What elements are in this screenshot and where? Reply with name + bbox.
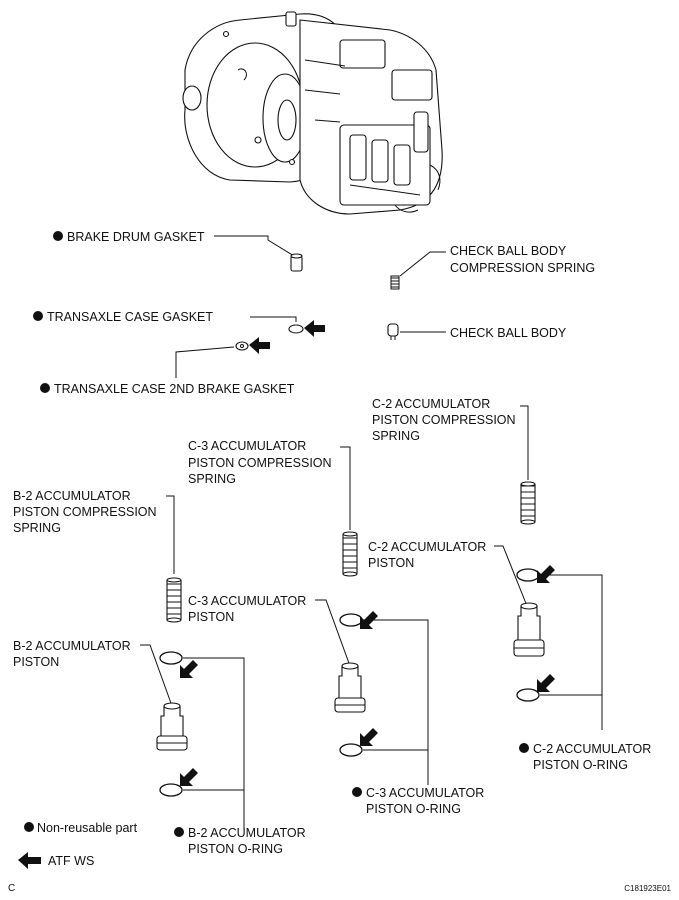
c3-spring-group: C-3 ACCUMULATOR PISTON COMPRESSION SPRIN… xyxy=(188,439,358,577)
c2-spring-part xyxy=(520,481,536,525)
legend-atf-ws: ATF WS xyxy=(48,854,94,868)
c2-oring-label-line1: C-2 ACCUMULATOR xyxy=(533,742,651,756)
c3-piston-group: C-3 ACCUMULATOR PISTON C-3 ACCUMULATOR P… xyxy=(188,594,484,816)
c2-spring-label-line3: SPRING xyxy=(372,429,420,443)
c3-oring-label-line1: C-3 ACCUMULATOR xyxy=(366,786,484,800)
c3-oring-lower xyxy=(339,743,363,757)
b2-spring-label-line3: SPRING xyxy=(13,521,61,535)
c2-piston-label-line2: PISTON xyxy=(368,556,414,570)
c2-piston-group: C-2 ACCUMULATOR PISTON C-2 ACCUMULATOR P… xyxy=(368,540,651,772)
footer-figure-code: C181923E01 xyxy=(624,884,671,893)
c3-oring-upper xyxy=(339,613,363,627)
c3-piston-label-line2: PISTON xyxy=(188,610,234,624)
atf-arrow-icon xyxy=(180,768,198,786)
non-reusable-dot xyxy=(33,311,43,321)
check-ball-body-group: CHECK BALL BODY xyxy=(387,323,567,340)
non-reusable-dot xyxy=(40,383,50,393)
brake-drum-gasket-label: BRAKE DRUM GASKET xyxy=(67,230,205,244)
b2-spring-part xyxy=(166,577,182,623)
transaxle-assembly-illustration xyxy=(182,11,443,215)
check-ball-body-label: CHECK BALL BODY xyxy=(450,326,567,340)
c2-piston-label-line1: C-2 ACCUMULATOR xyxy=(368,540,486,554)
legend-non-reusable: Non-reusable part xyxy=(37,821,138,835)
c3-piston-part xyxy=(334,662,366,713)
b2-piston-label-line1: B-2 ACCUMULATOR xyxy=(13,639,131,653)
atf-arrow-icon xyxy=(537,674,555,692)
c2-oring-label-line2: PISTON O-RING xyxy=(533,758,628,772)
non-reusable-dot xyxy=(352,787,362,797)
c2-spring-group: C-2 ACCUMULATOR PISTON COMPRESSION SPRIN… xyxy=(372,397,536,525)
brake-drum-gasket-part xyxy=(290,253,303,272)
non-reusable-dot xyxy=(53,231,63,241)
b2-oring-label-line1: B-2 ACCUMULATOR xyxy=(188,826,306,840)
non-reusable-dot-icon xyxy=(24,822,34,832)
transaxle-case-2nd-brake-gasket-part xyxy=(235,341,249,351)
b2-piston-group: B-2 ACCUMULATOR PISTON B-2 ACCUMULATOR P… xyxy=(13,639,306,856)
footer-left-code: C xyxy=(8,883,15,894)
atf-arrow-icon xyxy=(249,337,270,354)
transaxle-case-gasket-label: TRANSAXLE CASE GASKET xyxy=(47,310,213,324)
check-ball-body-spring-label-line1: CHECK BALL BODY xyxy=(450,244,567,258)
c3-spring-label-line1: C-3 ACCUMULATOR xyxy=(188,439,306,453)
b2-oring-label-line2: PISTON O-RING xyxy=(188,842,283,856)
transaxle-case-2nd-brake-gasket-group: TRANSAXLE CASE 2ND BRAKE GASKET xyxy=(40,337,295,396)
b2-piston-label-line2: PISTON xyxy=(13,655,59,669)
check-ball-body-spring-group: CHECK BALL BODY COMPRESSION SPRING xyxy=(390,244,595,290)
transaxle-case-gasket-group: TRANSAXLE CASE GASKET xyxy=(33,310,325,337)
atf-arrow-icon xyxy=(304,320,325,337)
non-reusable-dot xyxy=(519,743,529,753)
atf-arrow-icon xyxy=(18,852,41,869)
b2-oring-upper xyxy=(159,651,183,665)
b2-oring-lower xyxy=(159,783,183,797)
non-reusable-dot xyxy=(174,827,184,837)
transaxle-case-2nd-brake-gasket-label: TRANSAXLE CASE 2ND BRAKE GASKET xyxy=(54,382,295,396)
check-ball-body-part xyxy=(387,323,399,340)
c3-oring-label-line2: PISTON O-RING xyxy=(366,802,461,816)
c3-spring-part xyxy=(342,531,358,577)
c2-spring-label-line2: PISTON COMPRESSION xyxy=(372,413,516,427)
b2-spring-group: B-2 ACCUMULATOR PISTON COMPRESSION SPRIN… xyxy=(13,489,182,623)
c2-piston-part xyxy=(513,602,545,657)
b2-piston-part xyxy=(156,702,188,751)
c3-piston-label-line1: C-3 ACCUMULATOR xyxy=(188,594,306,608)
c2-oring-upper xyxy=(516,568,540,582)
b2-spring-label-line2: PISTON COMPRESSION xyxy=(13,505,157,519)
b2-spring-label-line1: B-2 ACCUMULATOR xyxy=(13,489,131,503)
c2-spring-label-line1: C-2 ACCUMULATOR xyxy=(372,397,490,411)
atf-arrow-icon xyxy=(360,728,378,746)
atf-arrow-icon xyxy=(537,565,555,583)
transaxle-case-gasket-part xyxy=(288,324,304,334)
c3-spring-label-line2: PISTON COMPRESSION xyxy=(188,456,332,470)
atf-arrow-icon xyxy=(180,660,198,678)
check-ball-body-spring-label-line2: COMPRESSION SPRING xyxy=(450,261,595,275)
c2-oring-lower xyxy=(516,688,540,702)
legend: Non-reusable part ATF WS xyxy=(18,821,138,869)
brake-drum-gasket-group: BRAKE DRUM GASKET xyxy=(53,230,303,272)
c3-spring-label-line3: SPRING xyxy=(188,472,236,486)
check-ball-body-spring-part xyxy=(390,275,400,290)
